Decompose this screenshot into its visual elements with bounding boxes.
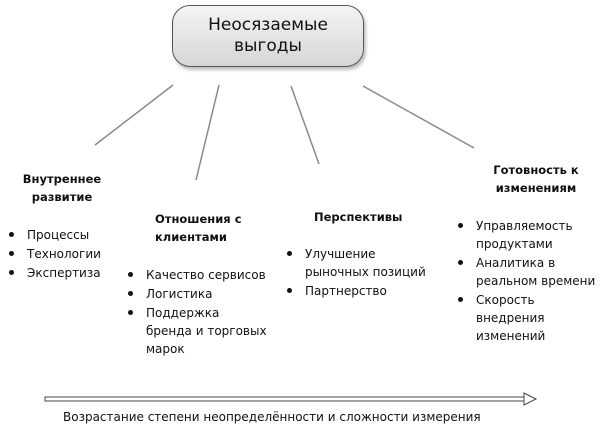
category-items: Процессы Технологии Экспертиза	[6, 226, 118, 282]
category-client-relations: Отношения с клиентами Качество сервисов …	[125, 210, 285, 359]
connector-clients	[195, 84, 220, 181]
list-item: Партнерство	[284, 282, 444, 300]
list-item: Экспертиза	[6, 264, 118, 282]
bullet-icon	[9, 270, 14, 275]
list-item: Управляемость продуктами	[455, 217, 605, 253]
category-perspectives: Перспективы Улучшение рыночных позиций П…	[284, 208, 444, 301]
connector-perspectives	[290, 85, 320, 165]
connector-internal	[94, 84, 174, 146]
axis-label: Возрастание степени неопределённости и с…	[63, 410, 481, 424]
list-item: Технологии	[6, 245, 118, 263]
list-item: Аналитика в реальном времени	[455, 254, 605, 290]
category-items: Качество сервисов Логистика Поддержка бр…	[125, 266, 285, 358]
bullet-icon	[9, 232, 14, 237]
category-heading: Отношения с клиентами	[155, 212, 242, 244]
connector-readiness	[362, 85, 475, 149]
list-item: Улучшение рыночных позиций	[284, 245, 444, 281]
category-internal-development: Внутреннее развитие Процессы Технологии …	[6, 170, 118, 283]
root-title: Неосязаемые выгоды	[208, 15, 328, 56]
category-change-readiness: Готовность к изменениям Управляемость пр…	[455, 161, 605, 346]
category-heading: Перспективы	[314, 210, 403, 224]
list-item: Скорость внедрения изменений	[455, 291, 605, 345]
bullet-icon	[458, 223, 463, 228]
category-heading: Внутреннее развитие	[22, 172, 102, 204]
list-item: Процессы	[6, 226, 118, 244]
bullet-icon	[458, 260, 463, 265]
list-item: Логистика	[125, 285, 285, 303]
bullet-icon	[128, 272, 133, 277]
bullet-icon	[458, 297, 463, 302]
bullet-icon	[9, 251, 14, 256]
bullet-icon	[128, 310, 133, 315]
category-items: Улучшение рыночных позиций Партнерство	[284, 245, 444, 300]
category-heading: Готовность к изменениям	[493, 163, 579, 195]
list-item: Поддержка бренда и торговых марок	[125, 304, 285, 358]
bullet-icon	[287, 251, 292, 256]
category-items: Управляемость продуктами Аналитика в реа…	[455, 217, 605, 345]
bullet-icon	[287, 288, 292, 293]
uncertainty-arrow	[44, 392, 538, 406]
intangible-benefits-box: Неосязаемые выгоды	[172, 5, 364, 67]
bullet-icon	[128, 291, 133, 296]
list-item: Качество сервисов	[125, 266, 285, 284]
